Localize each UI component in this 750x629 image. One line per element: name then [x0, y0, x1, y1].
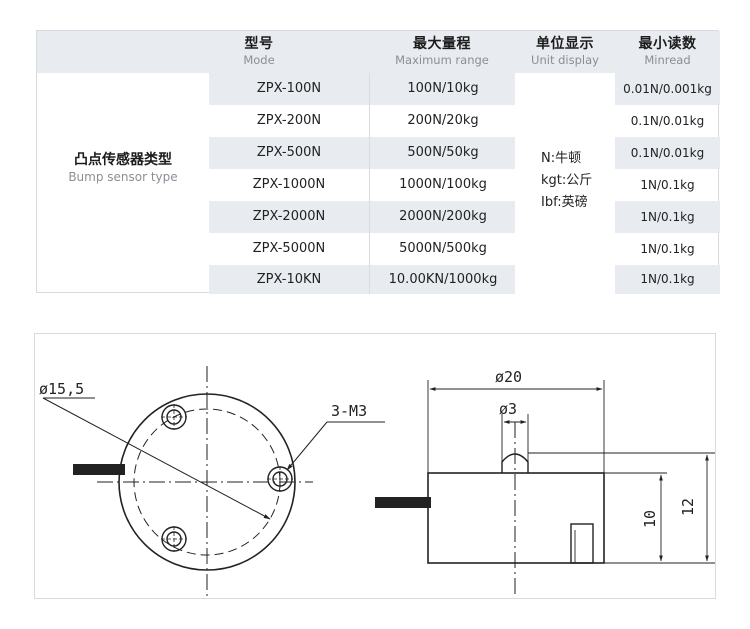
connector [570, 523, 594, 564]
unit-display-cell: N:牛顿 kgt:公斤 Ibf:英磅 [515, 73, 615, 294]
mounting-hole [161, 526, 187, 552]
side-label-zh: 凸点传感器类型 [74, 152, 172, 168]
holes-leader [286, 421, 328, 471]
minread-cell: 0.1N/0.01kg [615, 137, 720, 169]
model-cell: ZPX-1000N [252, 177, 326, 192]
table-row: ZPX-100N 100N/10kg [209, 73, 515, 105]
diameter-leader [42, 397, 271, 520]
header-range-zh: 最大量程 [413, 36, 471, 52]
drawing-svg: ø15,5 3-M3 [39, 366, 715, 596]
front-view [42, 366, 385, 596]
minread-cell: 1N/0.1kg [640, 242, 695, 256]
minread-cell: 0.01N/0.001kg [615, 73, 720, 105]
unit-newton: N:牛顿 [541, 151, 582, 166]
minread-cell: 1N/0.1kg [640, 178, 695, 192]
table-row: ZPX-1000N 1000N/100kg [209, 169, 515, 201]
front-diameter-label: ø15,5 [39, 380, 84, 398]
minread-cell: 1N/0.1kg [615, 201, 720, 233]
holes-label: 3-M3 [331, 402, 367, 420]
range-cell: 500N/50kg [369, 137, 516, 169]
header-minread-en: Minread [644, 53, 691, 67]
minread-cell: 1N/0.1kg [615, 265, 720, 294]
range-cell: 1000N/100kg [369, 169, 516, 201]
table-row: ZPX-500N 500N/50kg [209, 137, 515, 169]
bump-diameter-label: ø3 [499, 400, 517, 418]
header-model-zh: 型号 [244, 36, 274, 52]
body-height-label: 10 [641, 510, 659, 528]
range-cell: 10.00KN/1000kg [369, 265, 516, 294]
model-cell: ZPX-5000N [252, 241, 326, 256]
header-unit-zh: 单位显示 [536, 36, 594, 52]
header-unit-en: Unit display [531, 53, 599, 67]
model-cell: ZPX-200N [256, 113, 322, 128]
header-range-en: Maximum range [395, 53, 489, 67]
model-cell: ZPX-10KN [256, 272, 322, 287]
table-row: ZPX-2000N 2000N/200kg [209, 201, 515, 233]
sensor-body [427, 472, 605, 564]
header-model-en: Mode [243, 53, 275, 67]
range-cell: 100N/10kg [369, 73, 516, 105]
side-cable [375, 497, 431, 508]
header-minread-zh: 最小读数 [638, 36, 697, 52]
header-range: 最大量程 Maximum range [369, 36, 515, 67]
table-row: ZPX-200N 200N/20kg [209, 105, 515, 137]
unit-lbf: Ibf:英磅 [541, 195, 588, 210]
range-cell: 5000N/500kg [369, 233, 516, 265]
total-height-label: 12 [679, 498, 697, 516]
cable [73, 464, 125, 475]
spec-table: 型号 Mode 最大量程 Maximum range 单位显示 Unit dis… [36, 30, 720, 294]
unit-kgf: kgt:公斤 [541, 173, 593, 188]
model-cell: ZPX-100N [256, 81, 322, 96]
body-diameter-label: ø20 [495, 368, 522, 386]
model-cell: ZPX-500N [256, 145, 322, 160]
range-cell: 2000N/200kg [369, 201, 516, 233]
side-label-en: Bump sensor type [68, 170, 178, 184]
header-minread: 最小读数 Minread [615, 36, 720, 67]
technical-drawing: ø15,5 3-M3 [34, 333, 716, 599]
model-cell: ZPX-2000N [252, 209, 326, 224]
header-unit: 单位显示 Unit display [515, 36, 615, 67]
side-label: 凸点传感器类型 Bump sensor type [37, 151, 209, 185]
table-header: 型号 Mode 最大量程 Maximum range 单位显示 Unit dis… [37, 31, 720, 73]
minread-cell: 0.1N/0.01kg [630, 114, 705, 128]
mounting-hole [267, 466, 293, 492]
mounting-hole [161, 404, 187, 430]
range-cell: 200N/20kg [369, 105, 516, 137]
side-view [375, 380, 715, 596]
table-row: ZPX-5000N 5000N/500kg [209, 233, 515, 265]
header-model: 型号 Mode [209, 36, 309, 67]
table-row: ZPX-10KN 10.00KN/1000kg [209, 265, 515, 294]
